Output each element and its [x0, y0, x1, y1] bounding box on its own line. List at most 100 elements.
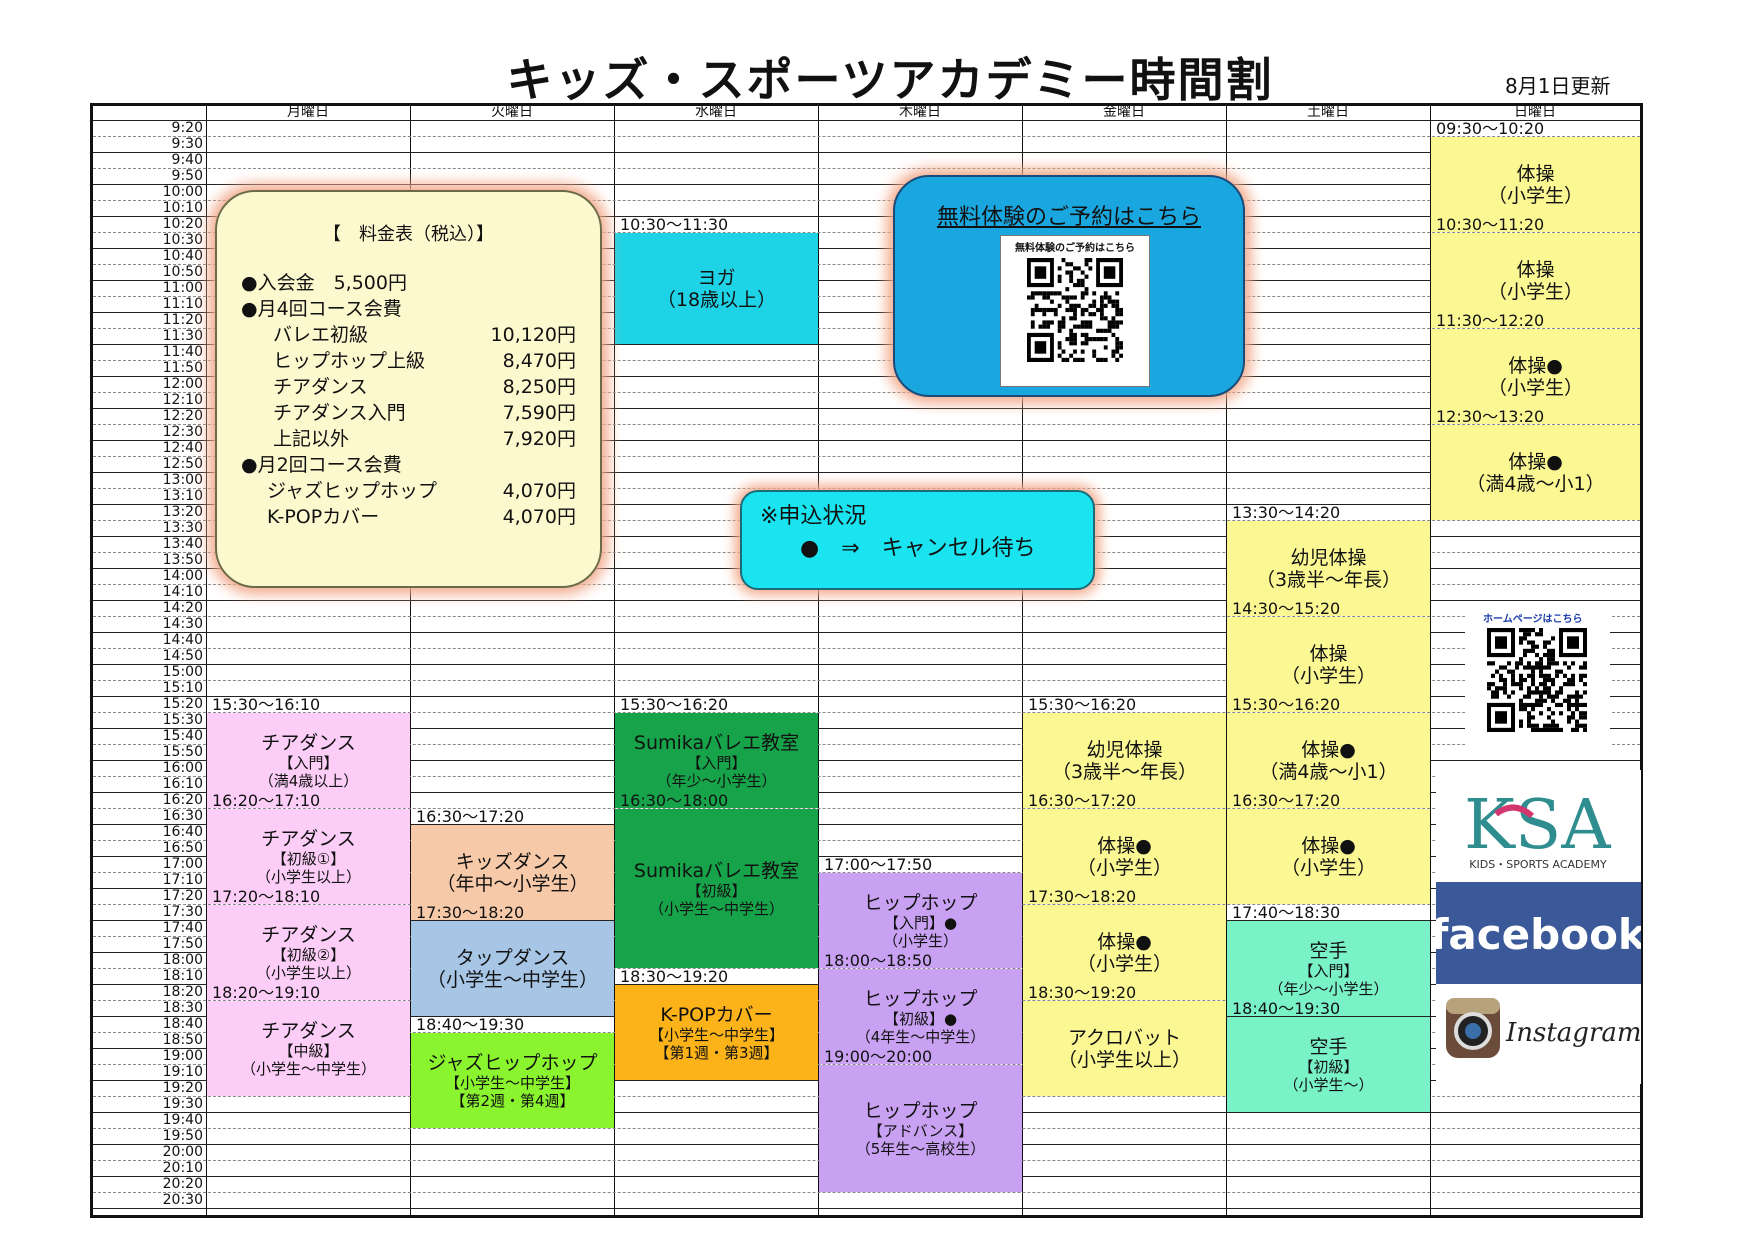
class-text: 体操 — [1309, 642, 1348, 665]
class-block[interactable]: 体操●（小学生） — [1227, 809, 1430, 904]
class-text: 【初級②】 — [271, 945, 346, 964]
class-text: （3歳半～年長） — [1255, 568, 1402, 591]
time-label: 17:10 — [162, 872, 203, 888]
class-time-range: 15:30～16:20 — [1232, 695, 1341, 714]
class-text: 体操 — [1516, 258, 1555, 281]
qr-icon[interactable] — [1487, 628, 1587, 732]
class-text: （小学生） — [1487, 376, 1583, 399]
time-label: 13:00 — [162, 472, 203, 488]
free-trial-heading[interactable]: 無料体験のご予約はこちら — [936, 205, 1201, 230]
class-block[interactable]: 体操（小学生） — [1431, 233, 1640, 328]
class-time-range: 14:30～15:20 — [1232, 599, 1341, 618]
free-trial-panel[interactable]: 無料体験のご予約はこちら 無料体験のご予約はこちら — [893, 175, 1245, 397]
row-divider — [93, 1064, 1640, 1065]
class-block[interactable]: ヨガ（18歳以上） — [615, 233, 818, 344]
time-label: 15:20 — [162, 696, 203, 712]
class-block[interactable]: チアダンス【中級】（小学生～中学生） — [207, 1001, 410, 1096]
time-label: 14:00 — [162, 568, 203, 584]
time-label: 9:30 — [171, 136, 203, 152]
row-divider — [93, 184, 1640, 185]
class-text: （小学生） — [1280, 664, 1376, 687]
homepage-qr-panel[interactable]: ホームページはこちら — [1465, 610, 1610, 758]
class-text: （年少～小学生） — [656, 771, 777, 790]
time-label: 16:50 — [162, 840, 203, 856]
class-block[interactable]: 体操（小学生） — [1227, 617, 1430, 712]
class-block[interactable]: ヒップホップ【初級】●（4年生～中学生） — [819, 969, 1022, 1064]
class-block[interactable]: Sumikaバレエ教室【入門】（年少～小学生） — [615, 713, 818, 808]
row-divider — [93, 872, 1640, 873]
time-label: 19:00 — [162, 1048, 203, 1064]
class-time-range: 17:30～18:20 — [416, 903, 525, 922]
class-text: ヨガ — [697, 266, 736, 289]
class-text: 【初級①】 — [271, 849, 346, 868]
time-label: 10:00 — [162, 184, 203, 200]
class-block[interactable]: アクロバット（小学生以上） — [1023, 1001, 1226, 1096]
class-block[interactable]: 体操●（満4歳～小1） — [1431, 425, 1640, 520]
time-label: 18:30 — [162, 1000, 203, 1016]
time-label: 18:20 — [162, 984, 203, 1000]
row-divider — [93, 616, 1640, 617]
class-block[interactable]: 体操●（小学生） — [1431, 329, 1640, 424]
time-label: 13:40 — [162, 536, 203, 552]
class-text: ヒップホップ — [863, 1099, 978, 1122]
class-text: （小学生～中学生） — [240, 1059, 376, 1078]
class-time-range: 16:20～17:10 — [212, 791, 321, 810]
page-title: キッズ・スポーツアカデミー時間割 — [506, 53, 1274, 107]
class-block[interactable]: 体操（小学生） — [1431, 137, 1640, 232]
facebook-logo[interactable]: facebook — [1430, 882, 1647, 984]
class-text: （小学生以上） — [255, 963, 361, 982]
class-block[interactable]: 空手【入門】（年少～小学生） — [1227, 921, 1430, 1016]
class-block[interactable]: チアダンス【初級①】（小学生以上） — [207, 809, 410, 904]
class-text: （3歳半～年長） — [1051, 760, 1198, 783]
row-divider — [93, 1208, 1640, 1209]
class-block[interactable]: K-POPカバー【小学生～中学生】【第1週・第3週】 — [615, 985, 818, 1080]
class-block[interactable]: ジャズヒップホップ【小学生～中学生】【第2週・第4週】 — [411, 1033, 614, 1128]
class-block[interactable]: 体操●（小学生） — [1023, 809, 1226, 904]
class-time-range: 16:30～17:20 — [1028, 791, 1137, 810]
time-label: 11:20 — [162, 312, 203, 328]
row-divider — [93, 200, 1640, 201]
class-block[interactable]: ヒップホップ【アドバンス】（5年生～高校生） — [819, 1065, 1022, 1192]
class-text: （小学生以上） — [255, 867, 361, 886]
class-time-range: 16:30～18:00 — [620, 791, 729, 810]
row-divider — [93, 152, 1640, 153]
class-text: 【初級】 — [1298, 1057, 1359, 1076]
ksa-logo[interactable]: KSA KIDS・SPORTS ACADEMY — [1436, 770, 1641, 882]
class-time-range: 13:30～14:20 — [1232, 503, 1341, 522]
class-block[interactable]: チアダンス【初級②】（小学生以上） — [207, 905, 410, 1000]
class-block[interactable]: Sumikaバレエ教室【初級】（小学生～中学生） — [615, 809, 818, 968]
class-block[interactable]: キッズダンス（年中～小学生） — [411, 825, 614, 920]
class-text: 【第1週・第3週】 — [654, 1043, 779, 1062]
class-text: 【入門】 — [686, 753, 747, 772]
class-time-range: 16:30～17:20 — [416, 807, 525, 826]
time-label: 18:00 — [162, 952, 203, 968]
class-block[interactable]: チアダンス【入門】（満4歳以上） — [207, 713, 410, 808]
trial-qr-code[interactable]: 無料体験のご予約はこちら — [1000, 235, 1150, 387]
class-block[interactable]: ヒップホップ【入門】●（小学生） — [819, 873, 1022, 968]
class-text: （小学生） — [1076, 952, 1172, 975]
time-label: 15:30 — [162, 712, 203, 728]
class-block[interactable]: 幼児体操（3歳半～年長） — [1227, 521, 1430, 616]
class-time-range: 19:00～20:00 — [824, 1047, 933, 1066]
instagram-logo[interactable]: Instagram — [1436, 984, 1642, 1084]
class-block[interactable]: 空手【初級】（小学生～） — [1227, 1017, 1430, 1112]
class-block[interactable]: 体操●（満4歳～小1） — [1227, 713, 1430, 808]
day-header: 日曜日 — [1514, 104, 1556, 120]
time-label: 15:10 — [162, 680, 203, 696]
class-block[interactable]: 体操●（小学生） — [1023, 905, 1226, 1000]
time-label: 11:30 — [162, 328, 203, 344]
class-block[interactable]: 幼児体操（3歳半～年長） — [1023, 713, 1226, 808]
class-block[interactable]: タップダンス（小学生～中学生） — [411, 921, 614, 1016]
time-label: 14:30 — [162, 616, 203, 632]
row-divider — [93, 168, 1640, 169]
class-text: （小学生） — [1487, 280, 1583, 303]
class-time-range: 15:30～16:20 — [620, 695, 729, 714]
row-divider — [93, 248, 1640, 249]
class-text: チアダンス — [261, 923, 356, 946]
column-divider — [818, 106, 819, 1215]
class-text: チアダンス — [261, 1019, 356, 1042]
